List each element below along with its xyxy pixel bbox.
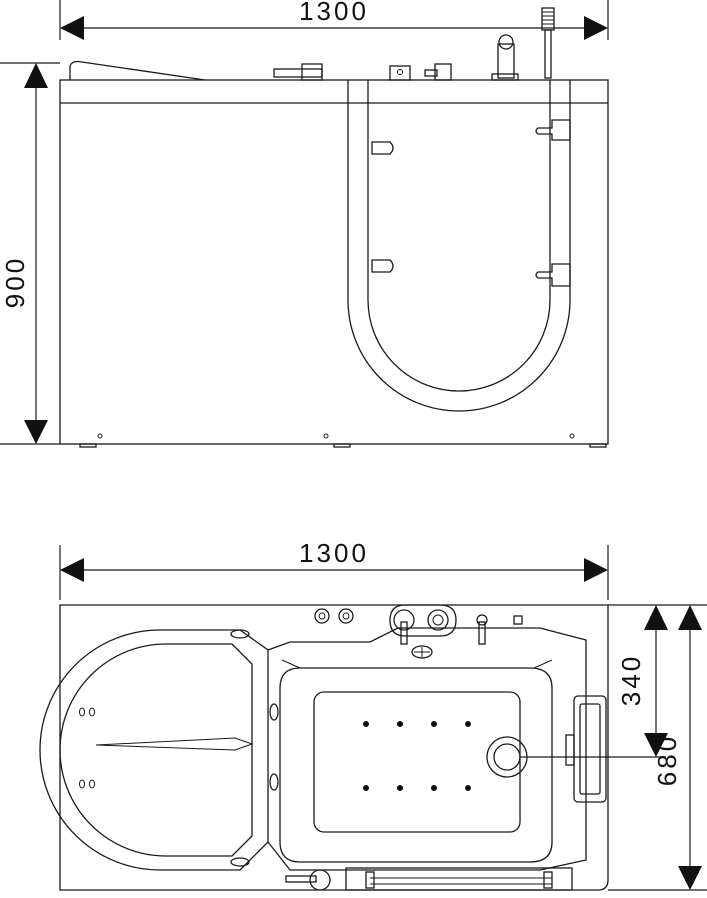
jet-nozzle-icon: [269, 773, 279, 791]
grab-handle: [565, 695, 607, 803]
arrow-up-icon: [644, 605, 668, 630]
foot-center: [333, 443, 351, 448]
plan-jet-offset-dimension: 340: [520, 605, 668, 758]
jet-nozzle-icon: [269, 703, 279, 721]
door-hinge-left-upper: [371, 141, 394, 155]
door-latch-right-lower: [535, 263, 571, 287]
elevation-height-label: 900: [0, 256, 30, 308]
headrest: [69, 60, 206, 81]
basin-outer: [267, 627, 587, 871]
elevation-view: 1300 900: [0, 0, 609, 448]
arrow-right-icon: [584, 558, 608, 582]
arrow-up-icon: [24, 63, 48, 88]
drain-icon: [486, 736, 528, 778]
jet-nozzle-icon: [230, 629, 250, 639]
elevation-width-label: 1300: [299, 0, 369, 26]
faucet-handle: [393, 609, 415, 645]
screw-icon: [569, 433, 575, 439]
seat-ridge: [95, 737, 254, 751]
jet-nozzle-icon: [89, 779, 95, 789]
elevation-height-dimension: 900: [0, 62, 60, 445]
drain-lever: [285, 869, 331, 891]
plan-jet-offset-label: 340: [616, 654, 646, 706]
arrow-down-icon: [678, 866, 702, 890]
foot-right: [589, 443, 607, 448]
basin-corner-lines: [281, 659, 553, 669]
diverter-valve: [424, 63, 452, 81]
faucet-spout: [273, 63, 323, 81]
jet-nozzle-icon: [89, 707, 95, 717]
foot-left: [79, 443, 97, 448]
seat-inner: [59, 643, 253, 857]
screw-icon: [97, 433, 103, 439]
hand-shower: [541, 7, 555, 79]
door-outer-outline: [347, 80, 571, 412]
floor-jets: [363, 721, 471, 791]
basin-inner: [279, 667, 553, 863]
control-button-icon: [513, 615, 523, 625]
arrow-right-icon: [584, 16, 608, 40]
seat-outer: [39, 629, 269, 871]
arrow-left-icon: [60, 16, 84, 40]
screw-icon: [323, 433, 329, 439]
arrow-left-icon: [60, 558, 84, 582]
plan-view: 1300 680 340: [39, 538, 707, 891]
plan-depth-dimension: 680: [608, 604, 707, 891]
jet-nozzle-icon: [79, 707, 85, 717]
jet-nozzle-icon: [79, 779, 85, 789]
plan-width-dimension: 1300: [59, 538, 609, 600]
shower-head-holder: [476, 614, 488, 645]
plan-width-label: 1300: [299, 538, 369, 568]
non-slip-mat: [313, 691, 521, 833]
door-hinge-left-lower: [371, 259, 394, 273]
diverter-knob: [427, 609, 449, 631]
tap-deck-plate: [389, 604, 457, 637]
door-inner-outline: [367, 80, 551, 392]
overflow-grille-icon: [411, 645, 433, 659]
arrow-down-icon: [644, 733, 668, 757]
tub-outer-rim: [59, 604, 609, 891]
air-buttons: [314, 608, 354, 624]
jet-nozzle-icon: [230, 857, 250, 867]
arrow-up-icon: [678, 605, 702, 630]
elevation-width-dimension: 1300: [59, 0, 609, 40]
control-knob: [389, 65, 411, 81]
mixer-tap: [491, 34, 519, 81]
door-sill: [345, 867, 573, 891]
door-latch-right-upper: [535, 119, 571, 141]
arrow-down-icon: [24, 420, 48, 444]
